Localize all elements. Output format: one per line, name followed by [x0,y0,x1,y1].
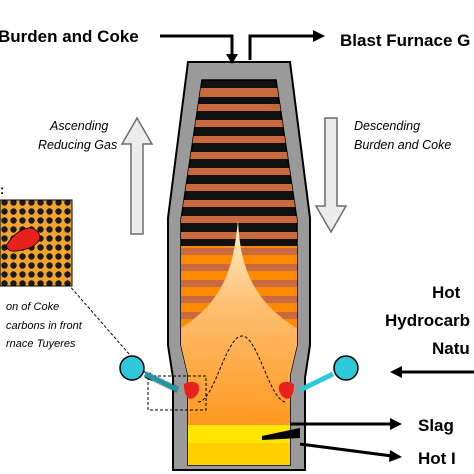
burden-layer [181,88,297,97]
inset-caption-1: on of Coke [6,301,59,313]
burden-and-coke-label: Burden and Coke [0,27,139,46]
burden-layer [181,168,297,175]
burden-layer [181,184,297,191]
hot-metal-arrow [299,442,402,462]
descending-label-2: Burden and Coke [354,138,451,152]
hot-label: Hot [432,283,461,302]
natural-gas-label: Natu [432,339,470,358]
inset-connector [67,283,207,411]
hydrocarbon-arrow [390,366,474,378]
inset-caption-3: rnace Tuyeres [6,338,76,350]
hot-metal-label: Hot I [418,449,456,468]
top-in-arrow [160,34,238,64]
burden-layer [181,200,297,207]
cohesive-zone-flame [181,220,297,465]
hydrocarbon-label: Hydrocarb [385,311,470,330]
descending-label-1: Descending [354,119,420,133]
inset-caption-2: carbons in front [6,320,83,332]
burden-layer [181,120,297,127]
hollow-arrow-up-icon [120,116,154,235]
blast-furnace-gas-label: Blast Furnace G [340,31,470,50]
burden-layer [181,104,297,111]
left-tuyere [119,355,200,399]
temperature-profile [197,335,287,403]
raceway-inset: : [0,182,73,287]
furnace-interior [181,88,297,465]
hot-metal-layer [181,443,297,465]
hollow-arrow-down-icon [314,117,348,234]
burden-layer [181,152,297,159]
ascending-label-2: Reducing Gas [38,138,117,152]
slag-arrow [290,418,402,430]
slag-label: Slag [418,416,454,435]
svg-text::: : [0,182,4,197]
burden-layer [181,136,297,143]
right-tuyere [278,355,359,399]
burden-layer [181,216,297,223]
top-out-arrow [248,30,325,60]
tap-hole [262,428,300,440]
ascending-label-1: Ascending [49,119,108,133]
